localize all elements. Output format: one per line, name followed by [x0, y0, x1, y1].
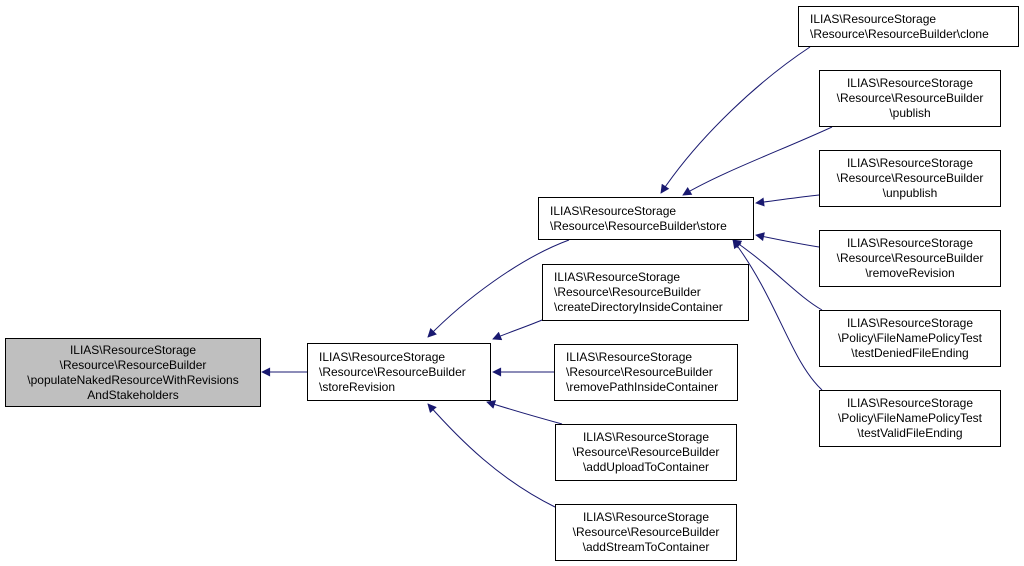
edge-createDir-to-storeRevision — [492, 319, 543, 341]
edge-removeRevision-to-store — [755, 232, 820, 248]
node-label-line: \populateNakedResourceWithRevisions — [27, 372, 239, 387]
node-label-line: \Policy\FileNamePolicyTest — [837, 331, 983, 345]
edge-addUpload-to-storeRevision — [486, 400, 563, 425]
node-label-line: \createDirectoryInsideContainer — [554, 300, 723, 314]
node-label-line: ILIAS\ResourceStorage — [69, 342, 197, 357]
node-label-line: AndStakeholders — [87, 387, 179, 402]
node-label-line: \Resource\ResourceBuilder — [554, 285, 701, 299]
node-label-line: ILIAS\ResourceStorage — [846, 316, 974, 330]
node-label-line: \addUploadToContainer — [582, 460, 710, 474]
edge-unpublish-to-store — [755, 194, 820, 207]
node-label-line: ILIAS\ResourceStorage — [810, 11, 937, 26]
node-label-line: \publish — [889, 106, 931, 120]
edge-addStream-to-storeRevision — [427, 403, 556, 508]
edge-store-to-storeRevision — [427, 239, 570, 338]
node-label-line: ILIAS\ResourceStorage — [846, 396, 974, 410]
node-label-line: \Resource\ResourceBuilder — [572, 525, 720, 539]
edge-clone-to-store — [660, 46, 811, 194]
node-label-line: \Resource\ResourceBuilder — [836, 251, 984, 265]
node-label-line: \Resource\ResourceBuilder — [59, 357, 207, 372]
node-label-line: \unpublish — [882, 186, 938, 200]
node-test-valid-file-ending[interactable]: ILIAS\ResourceStorage\Policy\FileNamePol… — [819, 390, 1001, 447]
node-label-line: \Resource\ResourceBuilder\clone — [810, 26, 989, 41]
node-add-stream-to-container[interactable]: ILIAS\ResourceStorage\Resource\ResourceB… — [555, 504, 737, 561]
node-label-line: \Resource\ResourceBuilder — [319, 364, 466, 379]
node-label-line: \Policy\FileNamePolicyTest — [837, 411, 983, 425]
node-label-line: ILIAS\ResourceStorage — [582, 430, 710, 444]
node-populate-naked-resource: ILIAS\ResourceStorage\Resource\ResourceB… — [5, 338, 261, 407]
node-label-line: ILIAS\ResourceStorage — [846, 76, 974, 90]
node-test-denied-file-ending[interactable]: ILIAS\ResourceStorage\Policy\FileNamePol… — [819, 310, 1001, 367]
node-label-line: \storeRevision — [319, 379, 396, 394]
node-label-line: \Resource\ResourceBuilder\store — [550, 218, 727, 233]
node-label-line: \removeRevision — [865, 266, 955, 280]
node-create-directory-inside-container[interactable]: ILIAS\ResourceStorage\Resource\ResourceB… — [542, 264, 749, 321]
node-label-line: ILIAS\ResourceStorage — [319, 349, 446, 364]
node-label-line: \testValidFileEnding — [857, 426, 963, 440]
node-publish[interactable]: ILIAS\ResourceStorage\Resource\ResourceB… — [819, 70, 1001, 127]
node-label-line: ILIAS\ResourceStorage — [846, 156, 974, 170]
edge-publish-to-store — [682, 126, 833, 196]
node-label-line: \Resource\ResourceBuilder — [566, 365, 713, 379]
node-store-revision[interactable]: ILIAS\ResourceStorage\Resource\ResourceB… — [307, 343, 491, 401]
node-label-line: \removePathInsideContainer — [566, 380, 719, 394]
node-label-line: ILIAS\ResourceStorage — [554, 270, 681, 284]
node-unpublish[interactable]: ILIAS\ResourceStorage\Resource\ResourceB… — [819, 150, 1001, 207]
node-remove-path-inside-container[interactable]: ILIAS\ResourceStorage\Resource\ResourceB… — [554, 344, 738, 401]
node-label-line: \Resource\ResourceBuilder — [836, 171, 984, 185]
node-add-upload-to-container[interactable]: ILIAS\ResourceStorage\Resource\ResourceB… — [555, 424, 737, 481]
node-label-line: ILIAS\ResourceStorage — [550, 203, 677, 218]
edge-testValid-to-store — [732, 239, 823, 391]
node-label-line: \Resource\ResourceBuilder — [572, 445, 720, 459]
node-clone[interactable]: ILIAS\ResourceStorage\Resource\ResourceB… — [798, 6, 1019, 47]
node-label-line: \testDeniedFileEnding — [851, 346, 969, 360]
edge-testDenied-to-store — [732, 239, 823, 311]
node-label-line: ILIAS\ResourceStorage — [846, 236, 974, 250]
node-store[interactable]: ILIAS\ResourceStorage\Resource\ResourceB… — [538, 197, 754, 240]
node-label-line: \Resource\ResourceBuilder — [836, 91, 984, 105]
node-label-line: \addStreamToContainer — [582, 540, 710, 554]
node-remove-revision[interactable]: ILIAS\ResourceStorage\Resource\ResourceB… — [819, 230, 1001, 287]
node-label-line: ILIAS\ResourceStorage — [582, 510, 710, 524]
node-label-line: ILIAS\ResourceStorage — [566, 350, 693, 364]
